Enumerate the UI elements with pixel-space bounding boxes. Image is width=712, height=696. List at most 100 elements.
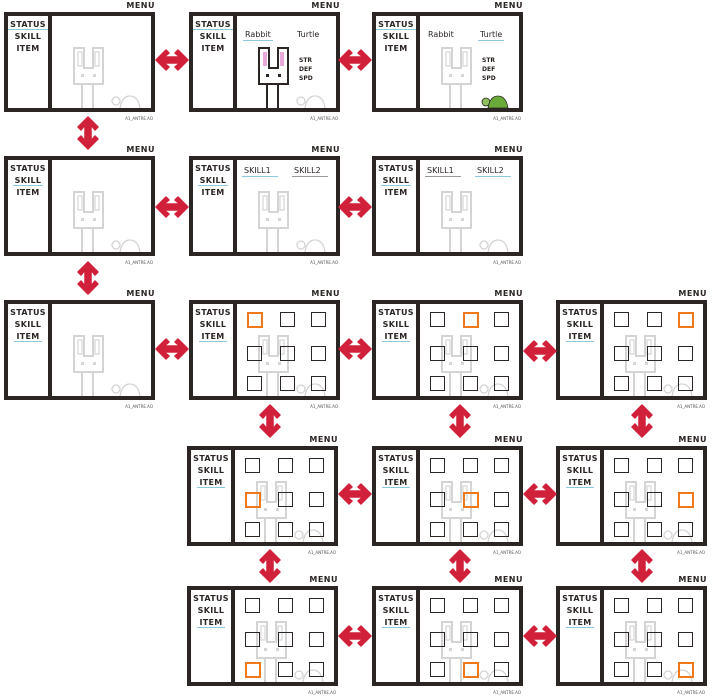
item-slot-selected[interactable] [463,312,479,328]
item-slot[interactable] [247,376,262,391]
menu-item-status[interactable]: STATUS [191,593,231,605]
item-slot[interactable] [647,522,662,537]
item-slot[interactable] [430,492,445,507]
menu-item-item[interactable]: ITEM [191,617,231,629]
menu-button[interactable]: MENU [494,145,523,154]
menu-item-status[interactable]: STATUS [376,307,416,319]
menu-button[interactable]: MENU [494,575,523,584]
item-slot[interactable] [494,522,509,537]
tab-skill1[interactable]: SKILL1 [425,166,461,177]
menu-button[interactable]: MENU [126,1,155,10]
item-slot[interactable] [311,376,326,391]
item-slot[interactable] [309,598,324,613]
item-slot[interactable] [678,376,693,391]
menu-button[interactable]: MENU [494,435,523,444]
item-slot[interactable] [463,376,478,391]
menu-item-status[interactable]: STATUS [376,163,416,175]
item-slot[interactable] [678,346,693,361]
item-slot-selected[interactable] [245,492,261,508]
menu-button[interactable]: MENU [678,289,707,298]
tab-skill1[interactable]: SKILL1 [242,166,278,177]
menu-item-status[interactable]: STATUS [191,453,231,465]
item-slot[interactable] [430,376,445,391]
item-slot[interactable] [647,312,662,327]
item-slot[interactable] [430,632,445,647]
item-slot[interactable] [309,492,324,507]
menu-item-status[interactable]: STATUS [193,307,233,319]
item-slot[interactable] [309,632,324,647]
item-slot[interactable] [614,598,629,613]
menu-item-item[interactable]: ITEM [376,331,416,343]
item-slot[interactable] [278,598,293,613]
item-slot[interactable] [614,662,629,677]
item-slot[interactable] [647,632,662,647]
item-slot[interactable] [245,632,260,647]
menu-item-item[interactable]: ITEM [193,331,233,343]
item-slot[interactable] [647,376,662,391]
item-slot-selected[interactable] [678,492,694,508]
tab-turtle[interactable]: Turtle [478,30,505,41]
item-slot[interactable] [678,632,693,647]
item-slot-selected[interactable] [463,662,479,678]
menu-item-skill[interactable]: SKILL [191,605,231,617]
menu-item-status[interactable]: STATUS [376,593,416,605]
item-slot[interactable] [494,492,509,507]
menu-item-item[interactable]: ITEM [193,187,233,199]
menu-item-skill[interactable]: SKILL [376,319,416,331]
item-slot-selected[interactable] [247,312,263,328]
item-slot[interactable] [430,346,445,361]
item-slot[interactable] [494,598,509,613]
menu-item-skill[interactable]: SKILL [376,31,416,43]
menu-button[interactable]: MENU [678,575,707,584]
menu-item-item[interactable]: ITEM [560,331,600,343]
menu-item-item[interactable]: ITEM [376,43,416,55]
item-slot-selected[interactable] [463,492,479,508]
item-slot[interactable] [430,522,445,537]
item-slot[interactable] [247,346,262,361]
tab-rabbit[interactable]: Rabbit [428,30,454,39]
item-slot[interactable] [614,376,629,391]
menu-item-skill[interactable]: SKILL [376,605,416,617]
menu-item-status[interactable]: STATUS [193,163,233,175]
item-slot[interactable] [430,312,445,327]
item-slot[interactable] [280,376,295,391]
tab-skill2[interactable]: SKILL2 [292,166,328,177]
menu-item-skill[interactable]: SKILL [191,465,231,477]
menu-button[interactable]: MENU [309,435,338,444]
item-slot-selected[interactable] [245,662,261,678]
item-slot[interactable] [678,458,693,473]
menu-item-item[interactable]: ITEM [8,331,48,343]
item-slot[interactable] [494,312,509,327]
item-slot[interactable] [430,598,445,613]
menu-item-status[interactable]: STATUS [8,163,48,175]
menu-item-skill[interactable]: SKILL [560,605,600,617]
item-slot[interactable] [647,598,662,613]
menu-item-skill[interactable]: SKILL [560,465,600,477]
item-slot[interactable] [245,458,260,473]
item-slot[interactable] [678,598,693,613]
menu-item-item[interactable]: ITEM [193,43,233,55]
menu-item-status[interactable]: STATUS [193,19,233,31]
menu-button[interactable]: MENU [126,289,155,298]
item-slot[interactable] [463,632,478,647]
item-slot[interactable] [614,492,629,507]
item-slot[interactable] [494,632,509,647]
tab-turtle[interactable]: Turtle [297,30,320,39]
item-slot[interactable] [647,492,662,507]
item-slot[interactable] [463,522,478,537]
menu-item-status[interactable]: STATUS [8,307,48,319]
item-slot[interactable] [614,522,629,537]
item-slot[interactable] [278,522,293,537]
menu-button[interactable]: MENU [311,1,340,10]
item-slot[interactable] [614,312,629,327]
menu-item-status[interactable]: STATUS [560,593,600,605]
menu-item-skill[interactable]: SKILL [560,319,600,331]
item-slot-selected[interactable] [678,312,694,328]
menu-item-item[interactable]: ITEM [560,477,600,489]
menu-item-skill[interactable]: SKILL [8,31,48,43]
item-slot[interactable] [463,598,478,613]
item-slot[interactable] [311,312,326,327]
menu-item-item[interactable]: ITEM [191,477,231,489]
item-slot[interactable] [614,346,629,361]
item-slot[interactable] [309,662,324,677]
